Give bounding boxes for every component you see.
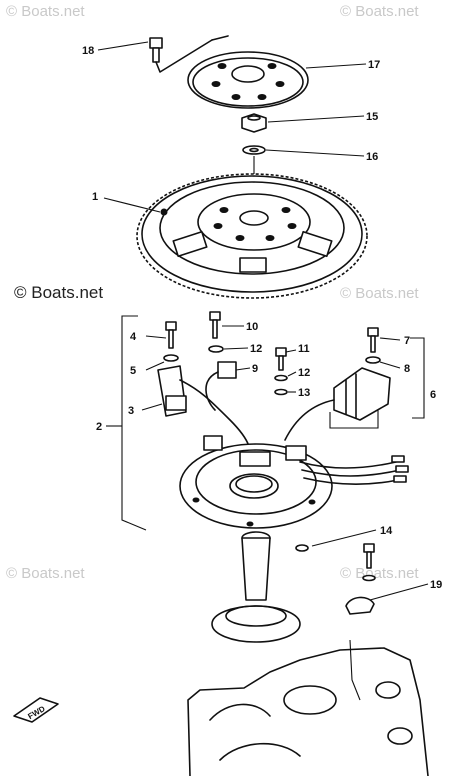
stator-base: [179, 435, 409, 529]
part-6-charge-coil: [284, 367, 391, 441]
callout-10: 10: [246, 321, 258, 333]
callout-15: 15: [366, 111, 378, 123]
callout-8: 8: [404, 363, 410, 375]
watermark-top-right: © Boats.net: [340, 3, 419, 20]
fwd-direction-mark: FWD: [13, 697, 59, 723]
bracket-top: [155, 35, 229, 73]
assembly-bracket: [106, 315, 147, 531]
part-12-washer-right: [274, 374, 288, 382]
callout-13: 13: [298, 387, 310, 399]
watermark-lower-left: © Boats.net: [6, 565, 85, 582]
callout-12-right: 12: [298, 367, 310, 379]
part-12-washer-left: [208, 345, 224, 353]
callout-12-left: 12: [250, 343, 262, 355]
part-6-bracket: [410, 337, 425, 419]
part-17-plate: [187, 51, 309, 109]
callout-11: 11: [298, 343, 310, 355]
callout-6: 6: [430, 389, 436, 401]
callout-5: 5: [130, 365, 136, 377]
part-15-nut: [241, 113, 267, 133]
callout-16: 16: [366, 151, 378, 163]
callout-17: 17: [368, 59, 380, 71]
callout-3: 3: [128, 405, 134, 417]
part-19-clamp: [345, 543, 376, 615]
watermark-mid-right: © Boats.net: [340, 285, 419, 302]
part-7-bolt: [367, 327, 379, 353]
watermark-mid-left: © Boats.net: [14, 283, 103, 302]
callout-14: 14: [380, 525, 393, 537]
part-5-washer: [163, 354, 179, 362]
watermark-top-left: © Boats.net: [6, 3, 85, 20]
part-1-flywheel: [136, 173, 368, 299]
callout-9: 9: [252, 363, 258, 375]
part-4-bolt: [165, 321, 177, 349]
watermark-lower-right: © Boats.net: [340, 565, 419, 582]
part-14-shaft: [211, 531, 309, 643]
callout-1: 1: [92, 191, 98, 203]
part-18-bolt: [149, 37, 163, 63]
part-9-sensor: [205, 361, 237, 411]
callout-7: 7: [404, 335, 410, 347]
part-16-washer: [242, 145, 266, 155]
crankcase: [187, 639, 429, 776]
part-13-washer: [274, 388, 288, 396]
callout-18: 18: [82, 45, 94, 57]
callout-4: 4: [130, 331, 137, 343]
leader-lines: [97, 41, 429, 601]
callout-2: 2: [96, 421, 102, 433]
part-8-washer: [365, 356, 381, 364]
callout-19: 19: [430, 579, 442, 591]
part-10-bolt: [209, 311, 221, 339]
part-11-bolt: [275, 347, 287, 371]
